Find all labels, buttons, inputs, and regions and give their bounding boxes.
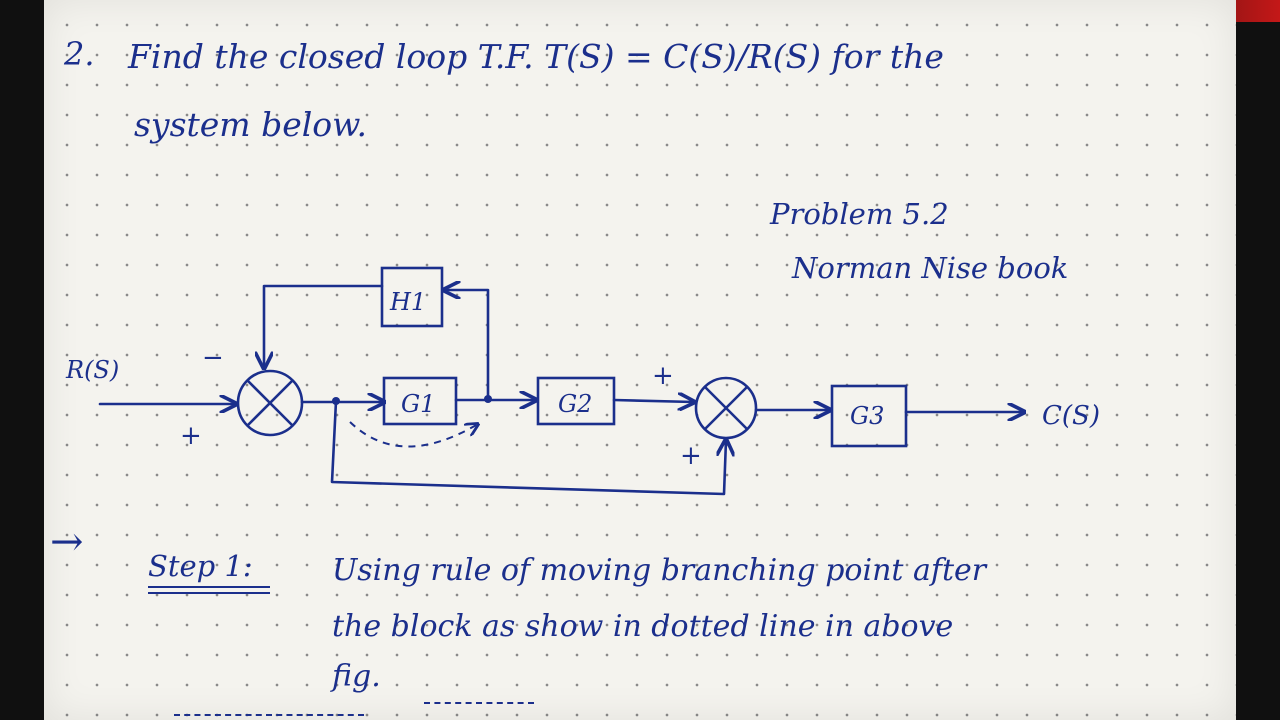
block-h1-label: H1 — [389, 288, 426, 316]
summing-junction-2 — [694, 376, 758, 440]
moved-branch-dotted-path — [349, 421, 478, 448]
output-label: C(S) — [1042, 401, 1100, 431]
reference-problem: Problem 5.2 — [770, 197, 949, 231]
step-label: Step 1: — [148, 549, 253, 583]
sum1-feedback-sign: − — [202, 343, 224, 373]
step-label-underline-1 — [148, 586, 270, 588]
feedforward-wire — [330, 399, 726, 496]
step-label-underline-2 — [148, 592, 270, 594]
sum2-bottom-sign: + — [680, 441, 702, 471]
step-line-3: fig. — [332, 659, 381, 694]
block-g3-label: G3 — [850, 402, 884, 430]
step-arrow: → — [50, 519, 84, 565]
h1-feedback-wire — [264, 284, 384, 368]
question-number: 2. — [64, 35, 95, 73]
reference-book: Norman Nise book — [792, 251, 1069, 285]
dashed-scribble-left — [174, 714, 364, 716]
notebook-page: 2. Find the closed loop T.F. T(S) = C(S)… — [44, 0, 1236, 720]
h1-input-wire — [444, 290, 490, 401]
block-g2-label: G2 — [558, 390, 592, 418]
g2-to-sum2-wire — [612, 400, 694, 402]
summing-junction-1 — [236, 369, 304, 437]
block-g3 — [830, 384, 908, 448]
sum2-top-sign: + — [652, 361, 674, 391]
step-line-1: Using rule of moving branching point aft… — [332, 553, 987, 588]
dashed-scribble — [424, 702, 534, 704]
sum1-input-sign: + — [180, 421, 202, 451]
question-line-2: system below. — [134, 105, 367, 144]
question-line-1: Find the closed loop T.F. T(S) = C(S)/R(… — [128, 37, 944, 76]
block-h1 — [380, 266, 444, 328]
block-g1-label: G1 — [401, 390, 435, 418]
input-label: R(S) — [65, 356, 119, 384]
step-line-2: the block as show in dotted line in abov… — [332, 609, 954, 644]
